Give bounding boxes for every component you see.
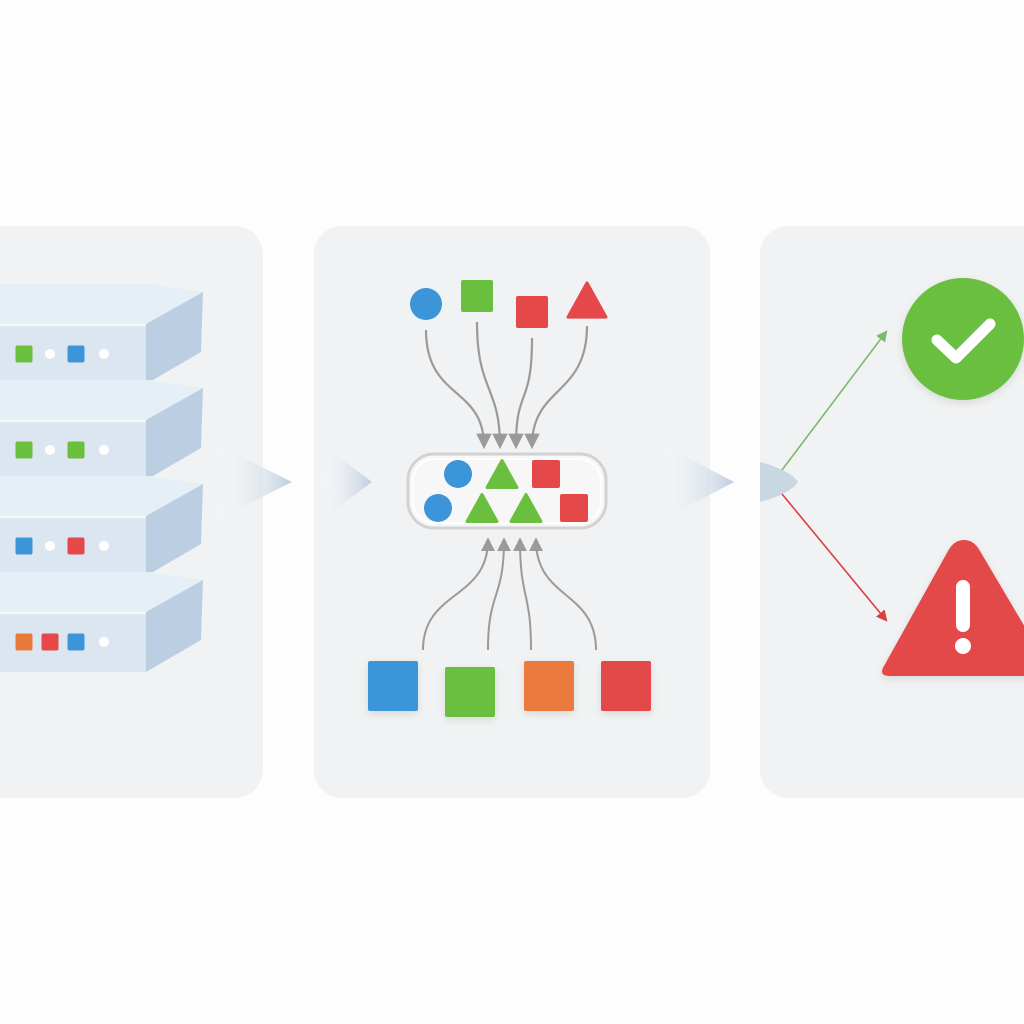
status-light [99, 637, 109, 647]
output-arrows [422, 537, 597, 651]
container-shapes [424, 459, 588, 523]
warning-triangle-icon [882, 540, 1024, 676]
green-square [445, 667, 495, 717]
server-unit [0, 572, 203, 672]
status-light [45, 349, 55, 359]
status-indicator [15, 345, 33, 363]
status-indicator [67, 441, 85, 459]
red-square [601, 661, 651, 711]
red-triangle [566, 281, 608, 319]
error-arrow [781, 493, 888, 622]
decision-split-icon [760, 462, 798, 502]
blue-circle [424, 494, 452, 522]
success-arrow [781, 330, 888, 471]
check-icon [931, 318, 996, 364]
orange-square [524, 661, 574, 711]
output-shapes [368, 661, 651, 717]
red-square [516, 296, 548, 328]
check-circle-icon [902, 278, 1024, 400]
status-indicator [15, 633, 33, 651]
exclamation-icon [955, 580, 971, 654]
status-light [99, 541, 109, 551]
server-stack-icon [0, 284, 203, 672]
arrow-icon [529, 537, 597, 651]
red-square [532, 460, 560, 488]
blue-circle [410, 288, 442, 320]
flow-arrow-icon [212, 442, 372, 522]
status-indicator [67, 345, 85, 363]
status-light [99, 445, 109, 455]
arrow-icon [508, 337, 534, 450]
status-light [45, 541, 55, 551]
arrow-icon [524, 325, 589, 450]
status-indicator [67, 537, 85, 555]
server-unit [0, 284, 203, 384]
green-triangle [509, 493, 543, 523]
red-square [560, 494, 588, 522]
status-light [45, 445, 55, 455]
arrow-icon [475, 321, 508, 450]
arrow-icon [424, 329, 492, 450]
green-triangle [465, 493, 499, 523]
arrow-icon [513, 537, 532, 651]
status-indicator [15, 537, 33, 555]
status-indicator [67, 633, 85, 651]
input-shapes [410, 280, 608, 328]
green-square [461, 280, 493, 312]
server-unit [0, 380, 203, 480]
blue-circle [444, 460, 472, 488]
status-light [99, 349, 109, 359]
status-indicator [15, 441, 33, 459]
green-triangle [485, 459, 519, 489]
status-indicator [41, 633, 59, 651]
server-unit [0, 476, 203, 576]
blue-square [368, 661, 418, 711]
input-arrows [424, 321, 589, 450]
arrow-icon [422, 537, 495, 651]
arrow-icon [487, 537, 511, 651]
flow-arrow-icon [654, 440, 734, 524]
